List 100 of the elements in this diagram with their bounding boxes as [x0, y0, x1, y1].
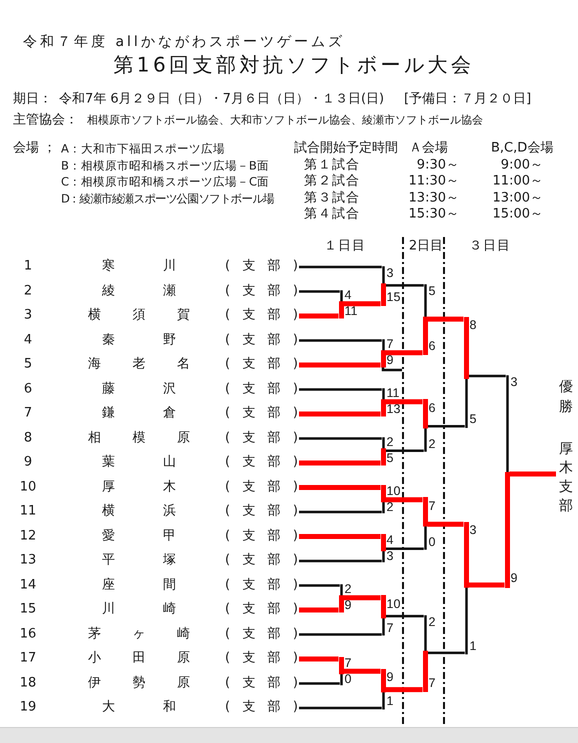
- venue-text: B：相模原市昭和橋スポーツ広場－B面: [61, 158, 269, 172]
- bracket-bar: [422, 497, 428, 552]
- start-time: 15:00～: [492, 208, 543, 222]
- bracket-bar: [380, 485, 386, 514]
- team-number: 19: [20, 700, 36, 716]
- bracket-line: [344, 595, 380, 600]
- branch-label: (支部): [225, 676, 298, 691]
- bracket-line: [299, 290, 340, 293]
- bracket-line: [386, 284, 424, 287]
- bracket-bar: [380, 595, 386, 637]
- branch-label: (支部): [225, 431, 298, 446]
- bracket-bar: [338, 583, 344, 612]
- score-label: 9: [344, 601, 352, 610]
- bracket-bar: [422, 399, 428, 454]
- score-label: 10: [386, 487, 400, 496]
- bracket-line: [299, 534, 380, 539]
- team-number: 8: [24, 431, 32, 446]
- team-number: 15: [20, 602, 36, 618]
- field-label: 会場 ；: [13, 142, 56, 156]
- bracket-line: [299, 656, 338, 662]
- field-label: 期日：: [13, 92, 52, 108]
- start-time: 9:30～: [416, 158, 459, 173]
- bracket-line: [428, 425, 465, 428]
- branch-label: (支部): [225, 700, 298, 716]
- team-name: 平塚: [102, 554, 176, 568]
- team-number: 9: [24, 456, 32, 470]
- branch-label: (支部): [225, 284, 298, 299]
- bracket-line: [299, 560, 382, 562]
- bracket-bar: [504, 374, 510, 588]
- team-name: 葉山: [102, 456, 176, 470]
- score-label: 3: [386, 269, 394, 278]
- score-label: 4: [344, 291, 352, 300]
- team-name: 海老名: [88, 358, 190, 372]
- score-label: 7: [428, 502, 436, 511]
- bracket-line: [428, 522, 464, 527]
- team-number: 3: [24, 308, 32, 324]
- bracket-bar: [380, 387, 386, 416]
- bracket-line: [299, 584, 340, 587]
- organizer-text: 相模原市ソフトボール協会、大和市ソフトボール協会、綾瀬市ソフトボール協会: [87, 114, 483, 128]
- bracket-line: [386, 687, 422, 692]
- branch-label: (支部): [225, 406, 298, 422]
- score-label: 1: [386, 697, 394, 706]
- day-heading: 2日目: [408, 240, 444, 254]
- bracket-bar: [380, 668, 386, 710]
- team-name: 愛甲: [102, 529, 176, 544]
- score-label: 3: [470, 526, 476, 536]
- venue-text: D：綾瀬市綾瀬スポーツ公園ソフトボール場: [61, 192, 274, 206]
- game-label: 第３試合: [304, 192, 360, 206]
- team-name: 座間: [102, 578, 176, 593]
- bracket-line: [468, 582, 504, 588]
- branch-label: (支部): [225, 480, 298, 495]
- branch-label: (支部): [225, 333, 298, 348]
- start-time: 11:30～: [408, 174, 459, 190]
- score-label: 2: [386, 438, 394, 448]
- score-label: 5: [428, 287, 436, 296]
- venue-text: A：大和市下福田スポーツ広場: [61, 142, 225, 156]
- bracket-bar: [338, 656, 344, 686]
- start-time: 13:30～: [408, 192, 459, 206]
- schedule-heading: 試合開始予定時間: [294, 142, 398, 156]
- column-heading: B,C,D会場: [491, 142, 554, 156]
- score-label: 3: [386, 552, 394, 562]
- start-time: 15:30～: [408, 208, 459, 222]
- score-label: 11: [386, 389, 400, 398]
- score-label: 7: [386, 340, 394, 350]
- score-label: 2: [428, 440, 436, 449]
- score-label: 0: [344, 674, 352, 684]
- bracket-line: [386, 350, 422, 356]
- date-text: 令和7年 6月２９日（日）・7月６日（日）・１３日(日): [59, 92, 384, 108]
- score-label: 2: [428, 618, 436, 628]
- reserve-date: [予備日：７月２０日]: [404, 92, 532, 108]
- branch-label: (支部): [225, 578, 298, 593]
- day-heading: ３日目: [469, 240, 511, 254]
- team-number: 14: [20, 578, 36, 593]
- branch-label: (支部): [225, 382, 298, 397]
- bracket-line: [510, 472, 556, 476]
- bracket-line: [386, 548, 424, 550]
- bracket-line: [299, 608, 338, 612]
- day-heading: １日目: [324, 240, 366, 254]
- team-name: 小田原: [88, 652, 190, 666]
- team-name: 横須賀: [88, 308, 190, 324]
- team-number: 17: [20, 652, 36, 666]
- team-name: 相模原: [88, 431, 190, 446]
- branch-label: (支部): [225, 260, 298, 274]
- team-name: 横浜: [102, 504, 176, 520]
- bracket-bar: [380, 264, 386, 306]
- bracket-line: [299, 412, 380, 416]
- bracket-line: [344, 301, 380, 306]
- team-name: 寒川: [102, 260, 176, 274]
- bracket-line: [428, 316, 464, 322]
- bracket-bar: [422, 614, 428, 692]
- start-time: 9:00～: [500, 158, 543, 173]
- team-number: 13: [20, 554, 36, 568]
- team-number: 1: [24, 260, 32, 274]
- score-label: 0: [428, 538, 436, 547]
- game-label: 第１試合: [304, 158, 360, 173]
- team-name: 大和: [102, 700, 176, 716]
- team-number: 16: [20, 627, 36, 642]
- score-label: 7: [344, 658, 352, 668]
- team-number: 12: [20, 529, 36, 544]
- column-heading: Ａ会場: [409, 142, 448, 156]
